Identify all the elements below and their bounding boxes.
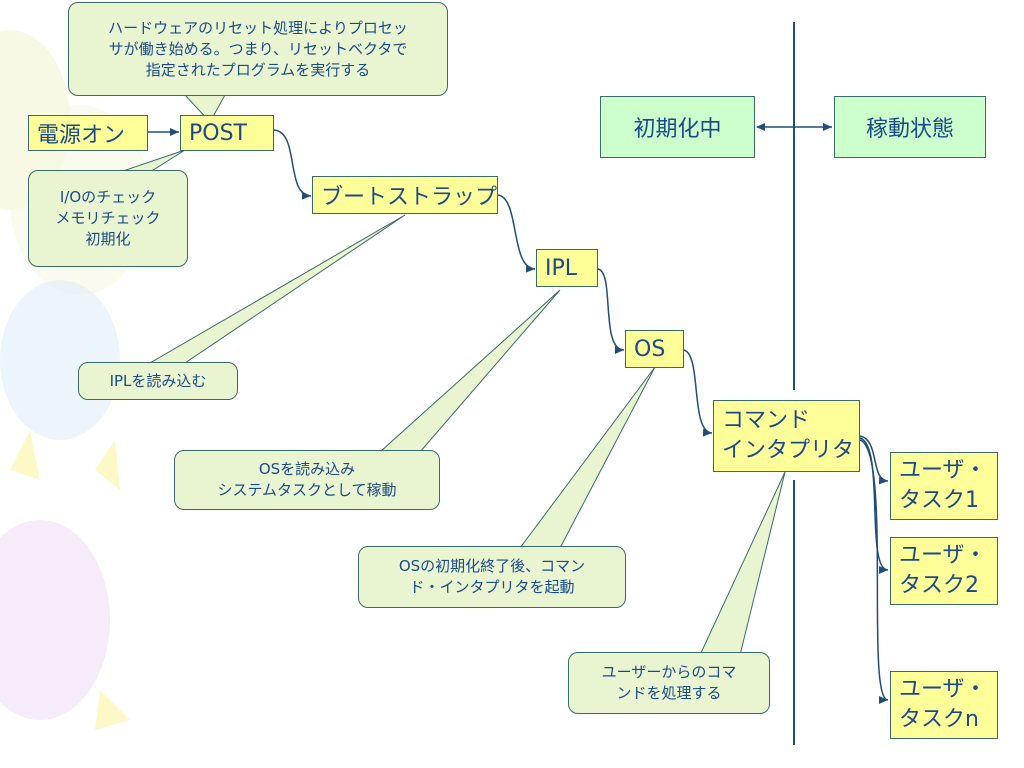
bootstrap-label: ブートストラップ (321, 185, 498, 210)
user-task-1-line-2: タスク1 (899, 488, 979, 513)
user-task-n-line-1: ユーザ・ (899, 677, 987, 703)
state-initializing-label: 初期化中 (633, 117, 722, 142)
bootstrap-box: ブートストラップ (312, 176, 498, 214)
callout-post-checks-line-2: メモリチェック (55, 209, 161, 227)
callout-load-os-line-2: システムタスクとして稼動 (217, 481, 397, 499)
ipl-box: IPL (536, 249, 598, 287)
callout-load-os: OSを読み込み システムタスクとして稼動 (174, 450, 440, 510)
callout-start-interpreter-line-1: OSの初期化終了後、コマン (398, 557, 586, 575)
command-interpreter-line-2: インタプリタ (722, 438, 855, 463)
callout-load-os-line-1: OSを読み込み (258, 460, 356, 478)
callout-reset: ハードウェアのリセット処理によりプロセッ サが働き始める。つまり、リセットベクタ… (68, 2, 448, 96)
callout-post-checks-line-1: I/Oのチェック (59, 188, 157, 206)
user-task-1-box: ユーザ・ タスク1 (890, 452, 998, 520)
os-box: OS (625, 330, 684, 368)
callout-start-interpreter-line-2: ド・インタプリタを起動 (409, 578, 575, 596)
callout-reset-line-1: ハードウェアのリセット処理によりプロセッ (108, 18, 408, 37)
user-task-n-line-2: タスクn (899, 707, 979, 732)
callout-reset-line-3: 指定されたプログラムを実行する (145, 60, 371, 79)
os-label: OS (634, 336, 666, 362)
power-on-box: 電源オン (28, 115, 148, 151)
callout-post-checks-line-3: 初期化 (85, 230, 131, 248)
callout-reset-line-2: サが働き始める。つまり、リセットベクタで (108, 39, 408, 58)
post-label: POST (189, 120, 247, 146)
user-task-2-line-2: タスク2 (899, 573, 979, 598)
callout-process-commands-line-2: ンドを処理する (616, 684, 722, 702)
callout-process-commands-line-1: ユーザーからのコマ (601, 663, 737, 681)
user-task-2-box: ユーザ・ タスク2 (890, 537, 998, 605)
user-task-2-line-1: ユーザ・ (899, 543, 987, 569)
post-box: POST (180, 115, 274, 151)
callout-post-checks: I/Oのチェック メモリチェック 初期化 (28, 170, 188, 267)
command-interpreter-line-1: コマンド (722, 408, 811, 434)
command-interpreter-box: コマンド インタプリタ (713, 400, 860, 472)
callout-start-interpreter: OSの初期化終了後、コマン ド・インタプリタを起動 (358, 546, 626, 608)
state-initializing-box: 初期化中 (600, 96, 755, 158)
callout-process-commands: ユーザーからのコマ ンドを処理する (568, 652, 770, 714)
ipl-label: IPL (545, 255, 578, 281)
state-running-label: 稼動状態 (865, 117, 954, 142)
user-task-n-box: ユーザ・ タスクn (890, 671, 998, 739)
state-running-box: 稼動状態 (834, 96, 986, 158)
user-task-1-line-1: ユーザ・ (899, 458, 987, 484)
callout-load-ipl: IPLを読み込む (78, 362, 238, 400)
callout-load-ipl-text: IPLを読み込む (109, 371, 207, 390)
power-on-label: 電源オン (37, 123, 126, 148)
